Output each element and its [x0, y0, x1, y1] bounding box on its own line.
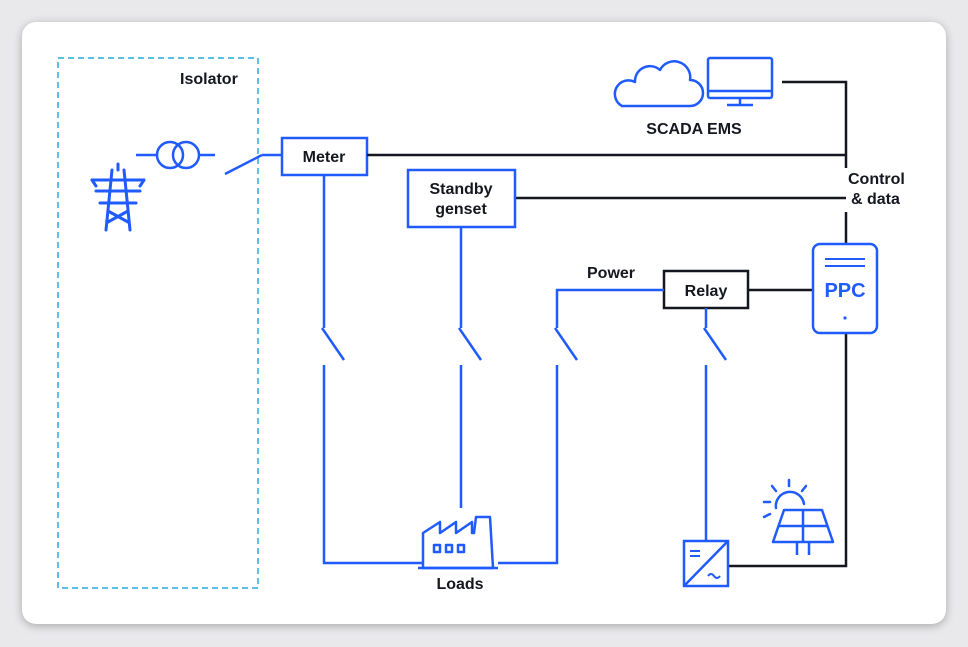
relay-label: Relay — [685, 283, 728, 300]
control-label-line1: Control — [848, 171, 905, 188]
scada-ems-label: SCADA EMS — [646, 121, 742, 138]
ppc-device — [811, 242, 879, 335]
transmission-tower-icon — [90, 162, 146, 232]
isolator-region — [57, 57, 259, 589]
transformer-icon — [136, 140, 215, 170]
control-label-line2: & data — [851, 191, 900, 208]
cloud-icon — [613, 60, 705, 108]
isolator-switch — [224, 153, 263, 176]
meter-label: Meter — [303, 149, 346, 166]
solar-panel-icon — [771, 508, 835, 555]
loads-label: Loads — [436, 576, 483, 593]
ppc-label: PPC — [824, 280, 865, 302]
control-data-lines — [367, 80, 848, 568]
sun-icon — [762, 478, 808, 519]
standby-genset-box — [406, 168, 517, 229]
monitor-icon — [706, 56, 774, 107]
power-wires — [320, 175, 728, 565]
isolator-label: Isolator — [180, 71, 238, 88]
standby-label-line1: Standby — [429, 181, 492, 198]
factory-icon — [418, 515, 498, 570]
standby-label-line2: genset — [435, 201, 487, 218]
diagram-card — [22, 22, 946, 624]
power-label: Power — [587, 265, 635, 282]
inverter-icon — [682, 539, 730, 588]
